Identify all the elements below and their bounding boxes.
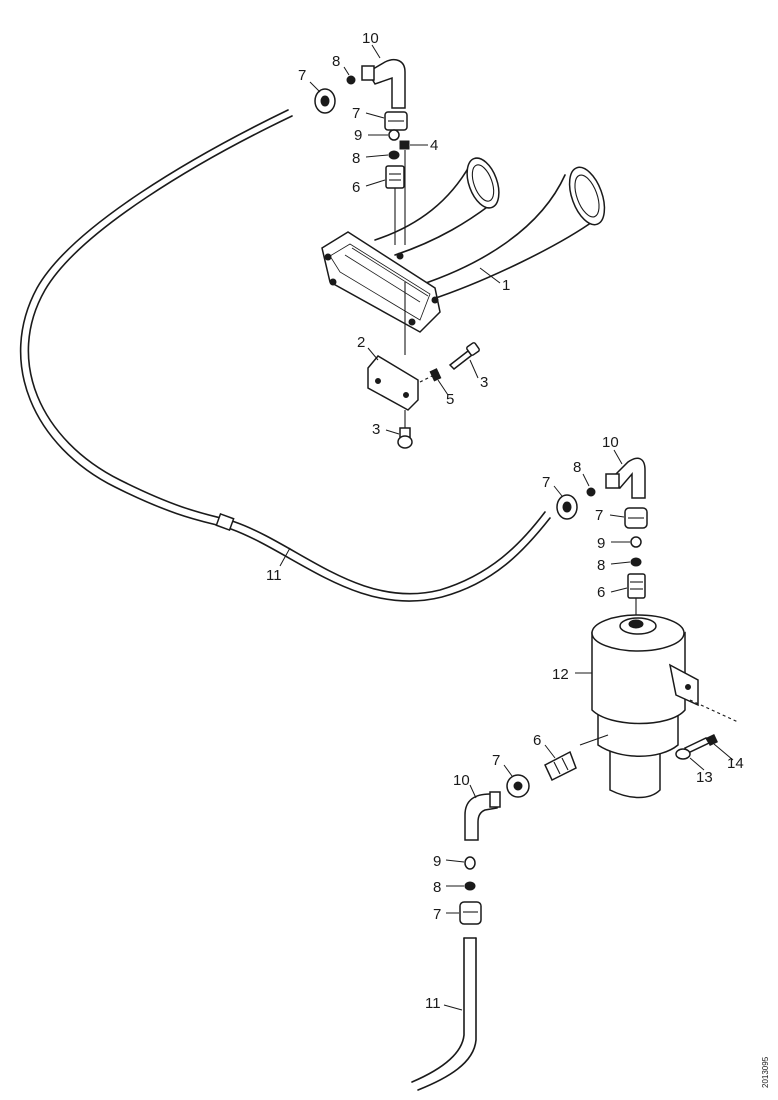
callout-ring-upper: 9 <box>354 127 362 144</box>
washer-compressor <box>706 734 718 746</box>
screw-bracket <box>448 350 474 370</box>
lower-fitting-stack <box>459 750 577 925</box>
elbow-fitting-lower <box>464 793 498 841</box>
callout-washer-compressor: 14 <box>727 755 744 772</box>
callout-elbow-lower: 10 <box>453 772 470 789</box>
callout-union-bottom: 6 <box>533 732 541 749</box>
o-ring-mid <box>630 536 642 548</box>
callout-screw-bottom: 3 <box>372 421 380 438</box>
o-ring-lower <box>464 856 476 870</box>
callout-seal-upper-a: 8 <box>332 53 340 70</box>
callout-ring-lower: 9 <box>433 853 441 870</box>
callout-union-top: 6 <box>352 179 360 196</box>
bracket-assembly <box>367 342 480 449</box>
callout-elbow-mid: 10 <box>602 434 619 451</box>
mid-fitting-stack <box>556 457 648 615</box>
callout-seal-upper-b: 8 <box>352 150 360 167</box>
air-hose-main <box>19 109 551 602</box>
callout-labels: 10 8 7 7 9 4 8 6 1 2 3 5 3 10 8 7 7 9 8 … <box>266 30 744 1012</box>
callout-screw-compressor: 13 <box>696 769 713 786</box>
washer-upper <box>399 140 410 150</box>
union-nut-lower-left <box>459 901 482 925</box>
compressor-fasteners <box>675 734 718 760</box>
seal-ring-lower <box>464 881 476 891</box>
elbow-nipple-upper <box>361 65 375 81</box>
callout-seal-lower: 8 <box>433 879 441 896</box>
elbow-nipple-mid <box>605 473 620 489</box>
callout-washer-bracket: 5 <box>446 391 454 408</box>
callout-union-right: 6 <box>597 584 605 601</box>
callout-hose-lower: 11 <box>425 995 441 1012</box>
elbow-fitting-mid <box>610 457 646 499</box>
callout-nut-upper-left: 7 <box>298 67 306 84</box>
callout-seal-mid-a: 8 <box>573 459 581 476</box>
callout-nut-mid-left: 7 <box>542 474 550 491</box>
callout-bracket: 2 <box>357 334 365 351</box>
drawing-reference-code: 2013095 <box>761 1056 770 1088</box>
compressor-mounting-lug <box>668 663 699 707</box>
callout-ring-mid: 9 <box>597 535 605 552</box>
o-ring-upper <box>388 129 400 141</box>
horn-assembly <box>321 157 606 355</box>
callout-screw-bracket: 3 <box>480 374 488 391</box>
union-fitting-top <box>385 165 405 189</box>
horn-valve-body <box>321 231 441 333</box>
air-hose-lower <box>411 937 477 1091</box>
seal-ring-upper-b <box>388 150 400 160</box>
callout-compressor: 12 <box>552 666 569 683</box>
callout-hose-main: 11 <box>266 567 282 584</box>
washer-bracket <box>429 368 442 382</box>
mounting-bracket <box>367 355 419 411</box>
callout-nut-mid-right: 7 <box>595 507 603 524</box>
callout-horn-assembly: 1 <box>502 277 510 294</box>
union-fitting-bottom <box>544 750 577 782</box>
callout-nut-lower-center: 7 <box>492 752 500 769</box>
callout-nut-upper-center: 7 <box>352 105 360 122</box>
horn-bell-rear <box>466 157 500 209</box>
upper-fitting-stack <box>314 59 410 245</box>
seal-ring-mid-a <box>586 487 596 497</box>
air-compressor <box>579 614 739 799</box>
seal-ring-upper-a <box>346 75 356 85</box>
horn-bell-front <box>568 166 606 226</box>
callout-seal-mid-b: 8 <box>597 557 605 574</box>
elbow-fitting-upper <box>366 59 406 109</box>
callout-nut-lower-left: 7 <box>433 906 441 923</box>
callout-washer-top: 4 <box>430 137 438 154</box>
seal-ring-mid-b <box>630 557 642 567</box>
callout-elbow-upper: 10 <box>362 30 379 47</box>
leader-lines <box>279 44 734 1011</box>
union-fitting-right <box>627 573 646 599</box>
